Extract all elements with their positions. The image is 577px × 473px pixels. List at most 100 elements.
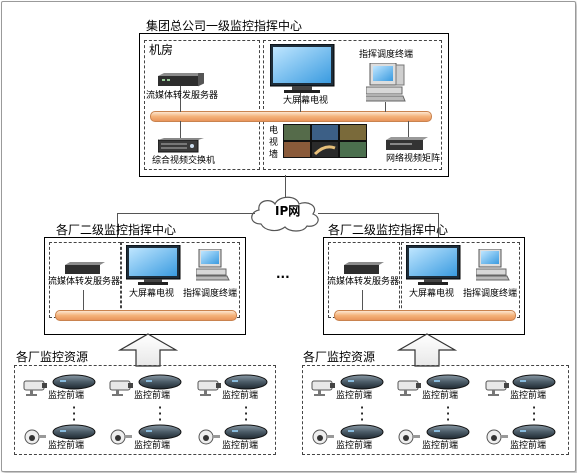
video-wall-label-1: 电 bbox=[269, 126, 279, 136]
branch-left-terminal-label: 指挥调度终端 bbox=[183, 289, 238, 299]
continuation-dot: · bbox=[359, 404, 365, 423]
box-camera-icon bbox=[397, 380, 421, 396]
dvr-device-icon bbox=[426, 424, 470, 440]
continuation-dot: · bbox=[531, 410, 537, 429]
continuation-dot: · bbox=[157, 404, 163, 423]
hq-video-switch-icon bbox=[158, 138, 204, 153]
hq-display-box bbox=[263, 40, 442, 170]
dome-camera-icon bbox=[198, 429, 220, 445]
hq-video-switch-label: 综合视频交换机 bbox=[152, 156, 216, 166]
hq-dispatch-terminal-label: 指挥调度终端 bbox=[359, 50, 414, 60]
continuation-dot: · bbox=[71, 410, 77, 429]
dvr-device-icon bbox=[340, 424, 384, 440]
monitor-front-label: 监控前端 bbox=[510, 391, 547, 401]
hq-bus-link-switch bbox=[180, 121, 181, 141]
branch-right-tv-icon bbox=[406, 245, 461, 285]
machine-room-label: 机房 bbox=[149, 43, 174, 57]
branch-left-title: 各厂二级监控指挥中心 bbox=[56, 223, 177, 237]
continuation-dot: · bbox=[531, 398, 537, 417]
monitor-front-label: 监控前端 bbox=[336, 391, 373, 401]
hq-to-cloud-link bbox=[285, 175, 286, 197]
dvr-device-icon bbox=[138, 374, 182, 390]
monitor-front-label: 监控前端 bbox=[134, 391, 171, 401]
branch-left-tv-label: 大屏幕电视 bbox=[129, 289, 175, 299]
continuation-dot: · bbox=[445, 398, 451, 417]
cloud-to-right-link bbox=[318, 213, 438, 214]
branches-ellipsis: ... bbox=[276, 267, 290, 281]
box-camera-icon bbox=[197, 380, 221, 396]
branch-right-server-icon bbox=[344, 262, 384, 274]
branch-right-server-label: 流媒体转发服务器 bbox=[327, 277, 400, 287]
monitor-front-label: 监控前端 bbox=[48, 441, 85, 451]
hq-bus-link-terminal bbox=[385, 102, 386, 112]
continuation-dot: · bbox=[71, 404, 77, 423]
monitor-front-label: 监控前端 bbox=[222, 441, 259, 451]
continuation-dot: · bbox=[445, 410, 451, 429]
hq-streaming-server-icon bbox=[158, 73, 204, 87]
dvr-device-icon bbox=[52, 374, 96, 390]
dome-camera-icon bbox=[398, 429, 420, 445]
dvr-device-icon bbox=[340, 374, 384, 390]
video-matrix-label: 网络视频矩阵 bbox=[386, 154, 441, 164]
dome-camera-icon bbox=[24, 429, 46, 445]
hq-bus-link-server bbox=[180, 86, 181, 112]
continuation-dot: · bbox=[359, 398, 365, 417]
dome-camera-icon bbox=[486, 429, 508, 445]
branch-right-terminal-icon bbox=[476, 249, 510, 281]
box-camera-icon bbox=[23, 380, 47, 396]
hq-dispatch-terminal-icon bbox=[366, 63, 406, 102]
continuation-dot: · bbox=[157, 398, 163, 417]
ip-cloud-icon bbox=[251, 196, 319, 232]
dome-camera-icon bbox=[110, 429, 132, 445]
monitor-front-label: 监控前端 bbox=[510, 441, 547, 451]
continuation-dot: · bbox=[243, 398, 249, 417]
dvr-device-icon bbox=[52, 424, 96, 440]
hq-big-screen-tv-label: 大屏幕电视 bbox=[283, 96, 329, 106]
branch-left-tv-icon bbox=[126, 245, 181, 285]
branch-left-terminal-icon bbox=[196, 249, 230, 281]
monitor-front-label: 监控前端 bbox=[48, 391, 85, 401]
hq-bus-link-matrix bbox=[408, 121, 409, 139]
branch-right-terminal-label: 指挥调度终端 bbox=[463, 289, 518, 299]
continuation-dot: · bbox=[243, 410, 249, 429]
left-upload-arrow bbox=[118, 333, 178, 367]
dvr-device-icon bbox=[138, 424, 182, 440]
hq-title: 集团总公司一级监控指挥中心 bbox=[146, 19, 303, 33]
machine-room-box bbox=[144, 40, 260, 170]
box-camera-icon bbox=[311, 380, 335, 396]
hq-big-screen-tv-icon bbox=[270, 44, 335, 93]
dvr-device-icon bbox=[512, 424, 556, 440]
hq-streaming-server-label: 流媒体转发服务器 bbox=[146, 91, 219, 101]
continuation-dot: · bbox=[445, 404, 451, 423]
branch-right-bus bbox=[334, 310, 516, 321]
hq-network-bus bbox=[150, 111, 432, 122]
monitor-front-label: 监控前端 bbox=[134, 441, 171, 451]
monitor-front-label: 监控前端 bbox=[422, 391, 459, 401]
dvr-device-icon bbox=[426, 374, 470, 390]
monitor-front-label: 监控前端 bbox=[222, 391, 259, 401]
left-branch-drop bbox=[117, 213, 118, 237]
branch-left-bus bbox=[55, 310, 237, 321]
continuation-dot: · bbox=[71, 398, 77, 417]
resources-left-title: 各厂监控资源 bbox=[16, 350, 89, 364]
monitor-front-label: 监控前端 bbox=[422, 441, 459, 451]
resources-right-box bbox=[302, 365, 569, 455]
box-camera-icon bbox=[485, 380, 509, 396]
dvr-device-icon bbox=[512, 374, 556, 390]
branch-right-server-link bbox=[362, 290, 363, 310]
continuation-dot: · bbox=[157, 410, 163, 429]
branch-left-server-link bbox=[83, 290, 84, 310]
ip-network-label: IP网 bbox=[275, 204, 301, 218]
continuation-dot: · bbox=[531, 404, 537, 423]
branch-right-title: 各厂二级监控指挥中心 bbox=[328, 223, 449, 237]
video-matrix-icon bbox=[386, 137, 428, 150]
branch-left-server-icon bbox=[65, 262, 105, 274]
monitor-front-label: 监控前端 bbox=[336, 441, 373, 451]
video-wall-label-2: 视 bbox=[269, 138, 279, 148]
branch-right-tv-label: 大屏幕电视 bbox=[409, 289, 455, 299]
video-wall-icon bbox=[283, 124, 367, 158]
video-wall-label-3: 墙 bbox=[269, 150, 279, 160]
right-upload-arrow bbox=[397, 333, 457, 367]
right-branch-drop bbox=[438, 213, 439, 237]
resources-left-box bbox=[14, 365, 276, 455]
